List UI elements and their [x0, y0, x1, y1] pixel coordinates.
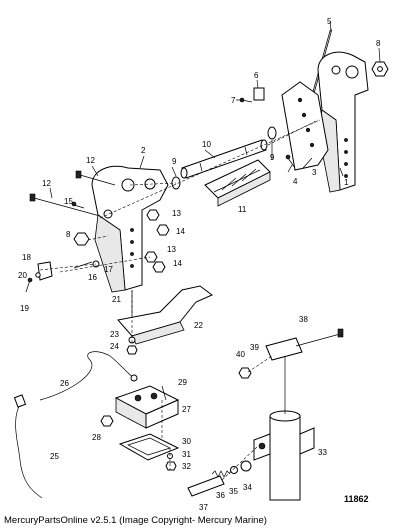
part-29-screw[interactable]: [161, 385, 167, 401]
figure-number: 11862: [344, 494, 369, 504]
part-8-nut-lower[interactable]: [73, 232, 90, 246]
part-27-pump[interactable]: [114, 385, 180, 429]
callout-10: 10: [202, 140, 211, 149]
callout-5: 5: [327, 17, 332, 26]
callout-33: 33: [318, 448, 327, 457]
part-24-nut[interactable]: [126, 345, 138, 355]
part-26-hose-assembly[interactable]: [39, 351, 138, 401]
part-3-tilt-plate[interactable]: [281, 81, 329, 171]
assembly-lines: [39, 119, 321, 481]
part-14-nut-lower[interactable]: [152, 261, 166, 273]
callout-9-right: 9: [270, 153, 275, 162]
part-9-washer-right[interactable]: [267, 126, 277, 140]
callout-29: 29: [178, 378, 187, 387]
part-13-nut-upper[interactable]: [146, 209, 160, 221]
part-4-screw[interactable]: [285, 154, 296, 169]
callout-7: 7: [231, 96, 236, 105]
callout-22: 22: [194, 321, 203, 330]
callout-1: 1: [344, 178, 349, 187]
part-39-piston-rod[interactable]: [265, 337, 303, 414]
callout-16: 16: [88, 273, 97, 282]
part-1-transom-bracket-starboard[interactable]: [317, 51, 369, 193]
callout-19: 19: [20, 304, 29, 313]
callout-38: 38: [299, 315, 308, 324]
part-18-plate[interactable]: [37, 261, 53, 281]
callout-24: 24: [110, 342, 119, 351]
callout-31: 31: [182, 450, 191, 459]
callout-13-lower: 13: [167, 245, 176, 254]
part-14-nut-upper[interactable]: [156, 224, 170, 236]
callout-27: 27: [182, 405, 191, 414]
callout-32: 32: [182, 462, 191, 471]
callout-14-upper: 14: [176, 227, 185, 236]
callout-3: 3: [312, 168, 317, 177]
part-8-nut-hole: [377, 66, 383, 72]
callout-25: 25: [50, 452, 59, 461]
callout-labels: 1 2 3 4 5 6 7 8 9 10 11 12 12 9 13 14 15…: [18, 17, 381, 512]
callout-4: 4: [293, 177, 298, 186]
callout-23: 23: [110, 330, 119, 339]
callout-39: 39: [250, 343, 259, 352]
part-10-tilt-tube[interactable]: [180, 139, 268, 179]
callout-2: 2: [141, 146, 146, 155]
part-38-bolt[interactable]: [295, 328, 344, 347]
part-13-nut-lower[interactable]: [144, 251, 158, 263]
part-19-screw[interactable]: [25, 277, 33, 293]
callout-34: 34: [243, 483, 252, 492]
callout-36: 36: [216, 491, 225, 500]
callout-12-lower: 12: [42, 179, 51, 188]
part-34-washer[interactable]: [240, 460, 252, 472]
part-36-spring[interactable]: [211, 470, 231, 478]
part-12-bolt-upper[interactable]: [75, 170, 116, 186]
part-16-bolt[interactable]: [73, 261, 93, 269]
callout-13-upper: 13: [172, 209, 181, 218]
part-32-nut[interactable]: [165, 461, 177, 471]
part-28-nut[interactable]: [100, 415, 114, 427]
image-caption: MercuryPartsOnline v2.5.1 (Image Copyrig…: [4, 515, 267, 526]
part-25-hose[interactable]: [13, 394, 43, 499]
part-37-pin[interactable]: [187, 475, 225, 497]
part-20-washer[interactable]: [35, 272, 41, 278]
leader-lines: [49, 21, 381, 199]
callout-40: 40: [236, 350, 245, 359]
callout-15: 15: [64, 197, 73, 206]
callout-37: 37: [199, 503, 208, 512]
callout-6: 6: [254, 71, 259, 80]
callout-30: 30: [182, 437, 191, 446]
part-6-clip[interactable]: [253, 87, 265, 101]
part-2-transom-bracket-port[interactable]: [91, 165, 169, 293]
callout-26: 26: [60, 379, 69, 388]
callout-8-upper: 8: [376, 39, 381, 48]
callout-18: 18: [22, 253, 31, 262]
callout-14-lower: 14: [173, 259, 182, 268]
callout-21: 21: [112, 295, 121, 304]
callout-12-upper: 12: [86, 156, 95, 165]
part-11-tilt-lock[interactable]: [204, 159, 271, 207]
part-35-washer[interactable]: [230, 466, 238, 474]
part-40-nut[interactable]: [238, 367, 252, 379]
callout-8-lower: 8: [66, 230, 71, 239]
callout-20: 20: [18, 271, 27, 280]
callout-11: 11: [238, 205, 247, 214]
callout-35: 35: [229, 487, 238, 496]
part-33-cylinder[interactable]: [253, 410, 315, 501]
callout-28: 28: [92, 433, 101, 442]
part-15-screw[interactable]: [71, 201, 85, 209]
callout-17: 17: [104, 265, 113, 274]
callout-9-left: 9: [172, 157, 177, 166]
part-12-bolt-lower[interactable]: [29, 193, 101, 217]
